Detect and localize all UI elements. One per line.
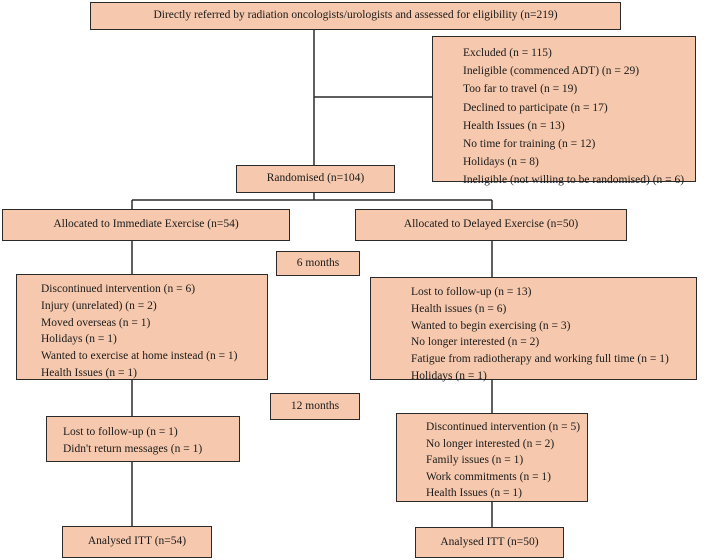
immediate-12m-list: Lost to follow-up (n = 1) Didn't return m… — [63, 424, 239, 458]
delayed-6m-list: Lost to follow-up (n = 13) Health issues … — [411, 284, 696, 385]
immediate-6m-item: Discontinued intervention (n = 6) — [41, 283, 196, 295]
twelve-months-box: 12 months — [270, 393, 360, 420]
randomised-label: Randomised (n=104) — [266, 172, 365, 185]
excluded-item: Excluded (n = 115) — [463, 47, 552, 59]
six-months-box: 6 months — [276, 251, 360, 276]
immediate-6m-item: Wanted to exercise at home instead (n = … — [41, 350, 238, 363]
delayed-12m-item: Family issues (n = 1) — [426, 454, 524, 467]
immediate-12m-box: Lost to follow-up (n = 1) Didn't return m… — [46, 416, 240, 462]
delayed-6m-item: No longer interested (n = 2) — [411, 336, 540, 349]
excluded-item: Declined to participate (n = 17) — [463, 101, 608, 114]
analysed-delayed-box: Analysed ITT (n=50) — [415, 527, 564, 558]
immediate-12m-item: Lost to follow-up (n = 1) — [63, 426, 178, 438]
delayed-12m-item: Health Issues (n = 1) — [426, 487, 522, 500]
delayed-12m-box: Discontinued intervention (n = 5) No long… — [396, 413, 588, 502]
delayed-6m-item: Lost to follow-up (n = 13) — [411, 286, 532, 298]
delayed-6m-item: Health issues (n = 6) — [411, 302, 507, 315]
immediate-6m-item: Moved overseas (n = 1) — [41, 316, 151, 329]
excluded-item: Too far to travel (n = 19) — [463, 83, 578, 96]
immediate-6m-item: Holidays (n = 1) — [41, 333, 117, 346]
immediate-6m-list: Discontinued intervention (n = 6) Injury … — [41, 281, 267, 382]
delayed-6m-item: Holidays (n = 1) — [411, 369, 487, 382]
delayed-12m-item: Discontinued intervention (n = 5) — [426, 421, 581, 433]
alloc-immediate-label: Allocated to Immediate Exercise (n=54) — [53, 218, 239, 231]
analysed-immediate-label: Analysed ITT (n=54) — [87, 535, 187, 548]
twelve-months-label: 12 months — [290, 399, 340, 412]
alloc-delayed-box: Allocated to Delayed Exercise (n=50) — [355, 209, 627, 241]
delayed-6m-box: Lost to follow-up (n = 13) Health issues … — [370, 277, 697, 382]
immediate-12m-item: Didn't return messages (n = 1) — [63, 443, 203, 455]
delayed-12m-item: Work commitments (n = 1) — [426, 470, 552, 483]
delayed-6m-item: Fatigue from radiotherapy and working fu… — [411, 353, 669, 366]
excluded-list: Excluded (n = 115) Ineligible (commenced … — [463, 44, 695, 190]
randomised-box: Randomised (n=104) — [236, 165, 395, 193]
excluded-item: No time for training (n = 12) — [463, 138, 596, 151]
delayed-6m-item: Wanted to begin exercising (n = 3) — [411, 319, 571, 332]
alloc-delayed-label: Allocated to Delayed Exercise (n=50) — [403, 218, 579, 231]
delayed-12m-item: No longer interested (n = 2) — [426, 437, 555, 450]
excluded-item: Health Issues (n = 13) — [463, 119, 565, 132]
immediate-6m-box: Discontinued intervention (n = 6) Injury … — [16, 274, 268, 380]
referred-box: Directly referred by radiation oncologis… — [90, 2, 621, 30]
six-months-label: 6 months — [296, 256, 340, 269]
excluded-item: Ineligible (not willing to be randomised… — [463, 174, 685, 187]
analysed-delayed-label: Analysed ITT (n=50) — [440, 535, 539, 548]
immediate-6m-item: Injury (unrelated) (n = 2) — [41, 299, 157, 312]
delayed-12m-list: Discontinued intervention (n = 5) No long… — [426, 419, 587, 502]
immediate-6m-item: Health Issues (n = 1) — [41, 366, 137, 379]
analysed-immediate-box: Analysed ITT (n=54) — [62, 526, 212, 558]
excluded-item: Ineligible (commenced ADT) (n = 29) — [463, 65, 640, 78]
alloc-immediate-box: Allocated to Immediate Exercise (n=54) — [2, 209, 290, 241]
referred-label: Directly referred by radiation oncologis… — [153, 9, 558, 22]
excluded-item: Holidays (n = 8) — [463, 156, 539, 169]
excluded-box: Excluded (n = 115) Ineligible (commenced … — [432, 36, 696, 186]
